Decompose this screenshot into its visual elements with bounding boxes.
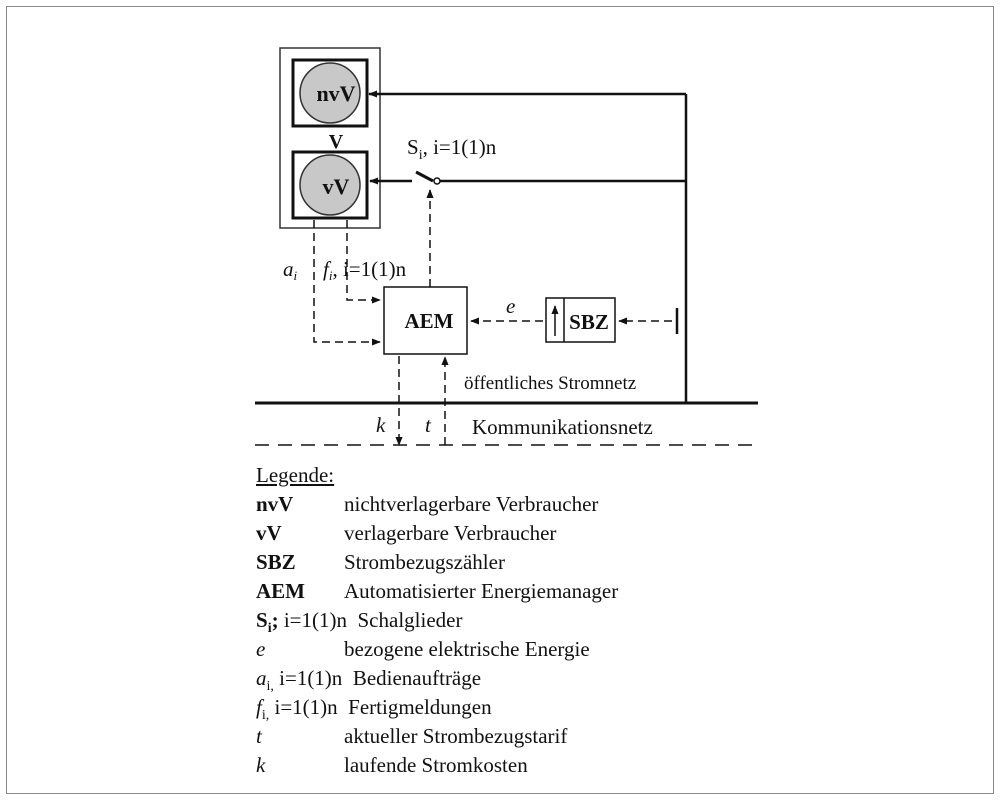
legend-inline: Si; i=1(1)n Schalglieder [256,608,463,637]
legend: Legende: nvV nichtverlagerbare Verbrauch… [256,461,816,780]
k-label: k [376,413,386,437]
switch-blade [415,170,434,183]
edge-f-to-AEM [346,220,381,304]
AEM-node: AEM [383,286,468,355]
figure-frame [6,6,994,794]
legend-abbr: SBZ [256,550,296,574]
nvV-node: nvV [291,58,369,128]
SBZ-label: SBZ [569,310,609,334]
vV-node: vV [291,150,369,220]
legend-abbr: AEM [256,579,305,603]
a-label: ai [283,257,298,283]
legend-desc: Automatisierter Energiemanager [344,579,619,603]
power-grid-label: öffentliches Stromnetz [464,373,636,394]
e-label: e [506,294,515,318]
legend-item-SBZ: SBZ Strombezugszähler [256,548,816,577]
SBZ-node: SBZ [545,297,616,343]
legend-item-e: e bezogene elektrische Energie [256,635,816,664]
legend-inline: fi, i=1(1)n Fertigmeldungen [256,695,492,724]
switch-label: Si, i=1(1)n [407,135,497,163]
AEM-label: AEM [405,309,454,333]
legend-abbr: k [256,753,266,777]
legend-abbr: t [256,724,262,748]
legend-item-vV: vV verlagerbare Verbraucher [256,519,816,548]
legend-desc: aktueller Strombezugstarif [344,724,568,748]
edge-a-to-AEM [313,220,381,346]
legend-desc: bezogene elektrische Energie [344,637,590,661]
f-label: fi, i=1(1)n [323,257,407,283]
comm-net-label: Kommunikationsnetz [472,415,653,439]
switch-contact [433,177,441,185]
legend-title: Legende: [256,463,335,487]
legend-abbr: vV [256,521,282,545]
V-label: V [329,131,344,153]
legend-item-nvV: nvV nichtverlagerbare Verbraucher [256,490,816,519]
legend-desc: laufende Stromkosten [344,753,528,777]
legend-item-S: Si; i=1(1)n Schalglieder [256,606,816,636]
legend-desc: nichtverlagerbare Verbraucher [344,492,599,516]
legend-inline: ai, i=1(1)n Bedienaufträge [256,666,482,695]
legend-item-f: fi, i=1(1)n Fertigmeldungen [256,693,816,723]
legend-desc: Strombezugszähler [344,550,505,574]
nvV-label: nvV [316,81,355,106]
legend-abbr: nvV [256,492,294,516]
legend-item-t: t aktueller Strombezugstarif [256,722,816,751]
legend-item-AEM: AEM Automatisierter Energiemanager [256,577,816,606]
legend-abbr: e [256,637,266,661]
t-label: t [425,413,432,437]
legend-desc: verlagerbare Verbraucher [344,521,557,545]
vV-label: vV [323,174,350,199]
legend-item-a: ai, i=1(1)n Bedienaufträge [256,664,816,694]
consumer-housing [279,47,381,229]
legend-item-k: k laufende Stromkosten [256,751,816,780]
